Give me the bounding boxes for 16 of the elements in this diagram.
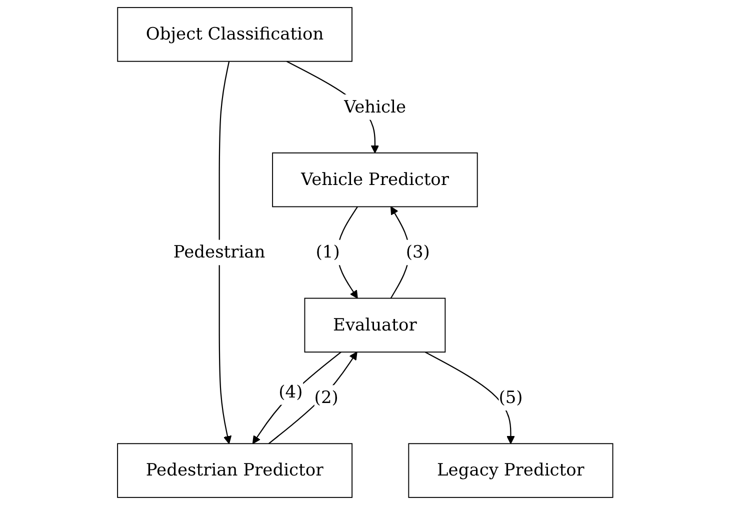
edge-label: (2) (314, 388, 338, 408)
edge-label: (3) (406, 242, 430, 262)
arrow (218, 61, 232, 444)
edge-label: (1) (316, 242, 340, 262)
edge-label: Vehicle (344, 97, 406, 118)
edge-label: (5) (498, 388, 523, 408)
arrow (252, 352, 342, 444)
node-box: Vehicle Predictor (272, 152, 478, 208)
node-box: Pedestrian Predictor (116, 443, 352, 498)
edge-label: Pedestrian (173, 242, 266, 262)
arrow (424, 352, 515, 444)
node-box: Object Classification (116, 7, 352, 62)
edge-label: (4) (278, 382, 303, 402)
arrow (268, 352, 358, 444)
node-box: Legacy Predictor (408, 443, 614, 498)
node-box: Evaluator (304, 298, 446, 353)
